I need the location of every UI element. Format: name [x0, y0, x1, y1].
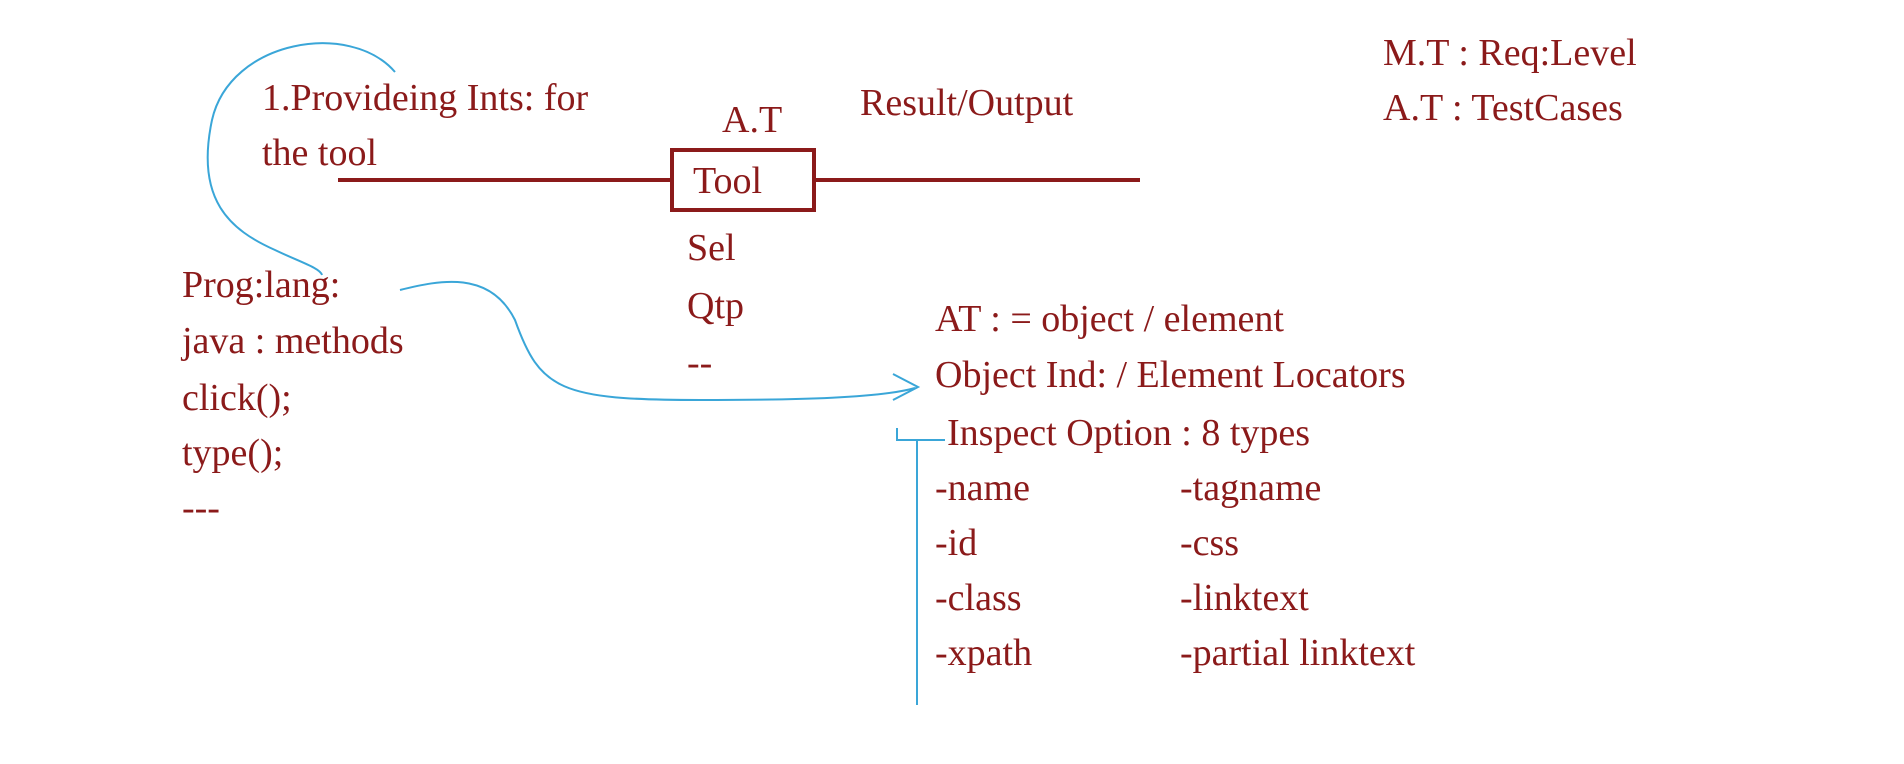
locator-right-item: -linktext	[1180, 577, 1309, 619]
annotation-arrow-curve	[399, 280, 916, 402]
prog-line: ---	[182, 487, 220, 529]
tool-item: Qtp	[687, 285, 744, 327]
locator-right-item: -partial linktext	[1180, 632, 1416, 674]
prog-line: Prog:lang:	[182, 264, 341, 306]
annotation-loop-curve	[206, 42, 396, 276]
locator-right-item: -tagname	[1180, 467, 1322, 509]
tool-label: Tool	[693, 160, 763, 202]
prog-line: type();	[182, 432, 284, 474]
tool-item: Sel	[687, 227, 736, 269]
locator-left-item: -xpath	[935, 632, 1033, 674]
input-text-line2: the tool	[262, 132, 378, 174]
locator-left-item: -id	[935, 522, 978, 564]
annotation-bracket	[896, 428, 945, 705]
prog-line: click();	[182, 377, 292, 419]
arrow-head	[892, 373, 921, 401]
locator-left-item: -name	[935, 467, 1030, 509]
locator-heading2: Object Ind: / Element Locators	[935, 354, 1406, 396]
locator-right-item: -css	[1180, 522, 1240, 564]
locator-heading3: Inspect Option : 8 types	[947, 412, 1311, 454]
locator-heading1: AT : = object / element	[935, 298, 1284, 340]
at-label: A.T	[722, 99, 783, 141]
output-label: Result/Output	[860, 82, 1074, 124]
legend-mt: M.T : Req:Level	[1383, 32, 1637, 74]
tool-item: --	[687, 342, 713, 384]
legend-at: A.T : TestCases	[1383, 87, 1623, 129]
prog-line: java : methods	[182, 320, 404, 362]
locator-left-item: -class	[935, 577, 1022, 619]
input-text-line1: 1.Provideing Ints: for	[262, 77, 589, 119]
